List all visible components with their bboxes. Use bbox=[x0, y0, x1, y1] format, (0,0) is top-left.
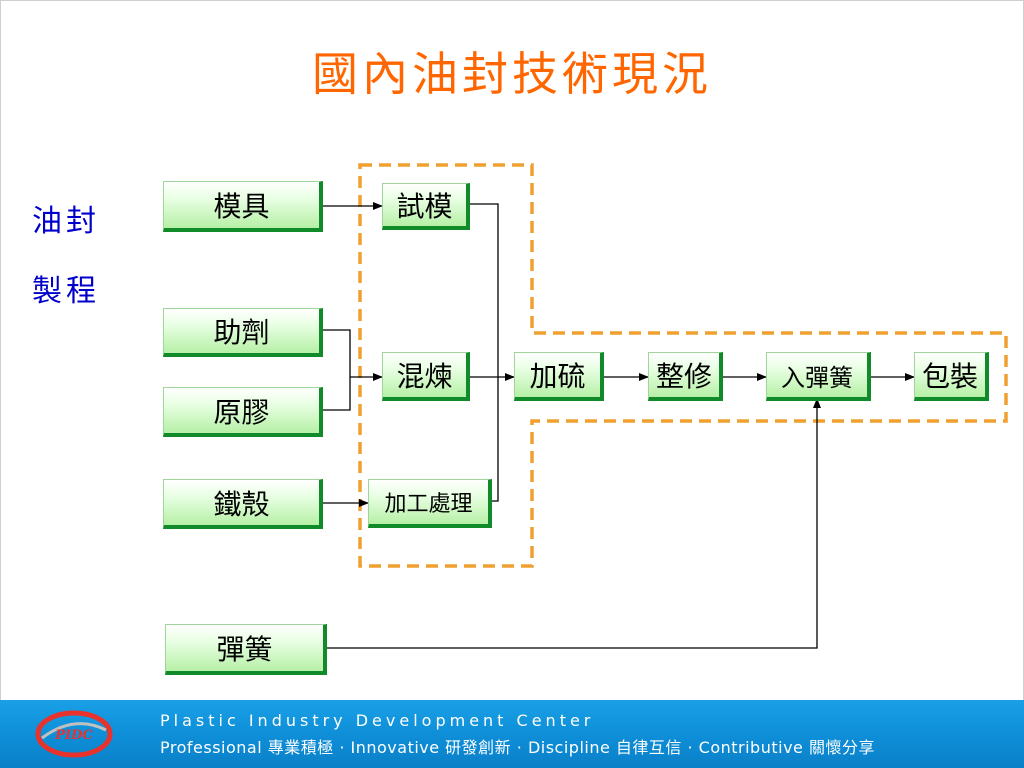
box-iron-shell: 鐵殼 bbox=[163, 479, 323, 529]
line-additive bbox=[322, 329, 351, 411]
pidc-logo: PIDC bbox=[35, 710, 113, 758]
slide-title: 國內油封技術現況 bbox=[312, 47, 712, 101]
box-mixing: 混煉 bbox=[382, 352, 470, 401]
line-trial-bus bbox=[469, 203, 499, 502]
footer-org-name: Plastic Industry Development Center bbox=[160, 711, 595, 730]
box-vulcanize: 加硫 bbox=[514, 352, 604, 401]
box-packaging: 包裝 bbox=[914, 352, 989, 401]
box-spring: 彈簧 bbox=[165, 624, 327, 675]
footer-bar: PIDC Plastic Industry Development Center… bbox=[0, 700, 1024, 768]
box-raw-rubber: 原膠 bbox=[163, 387, 323, 437]
side-label-line1: 油封 bbox=[32, 204, 100, 239]
svg-text:PIDC: PIDC bbox=[54, 728, 93, 743]
side-label-line2: 製程 bbox=[32, 274, 100, 309]
box-mold: 模具 bbox=[163, 181, 323, 232]
box-trial-mold: 試模 bbox=[382, 183, 470, 230]
flow-connectors bbox=[322, 163, 1008, 649]
arrow-spring-to-insert bbox=[326, 398, 821, 649]
box-additive: 助劑 bbox=[163, 308, 323, 357]
box-insert-spring: 入彈簧 bbox=[766, 352, 871, 401]
footer-motto: Professional 專業積極 · Innovative 研發創新 · Di… bbox=[160, 738, 875, 757]
box-trim: 整修 bbox=[648, 352, 723, 401]
box-processing: 加工處理 bbox=[368, 479, 492, 528]
dashed-process-region bbox=[358, 163, 1008, 568]
